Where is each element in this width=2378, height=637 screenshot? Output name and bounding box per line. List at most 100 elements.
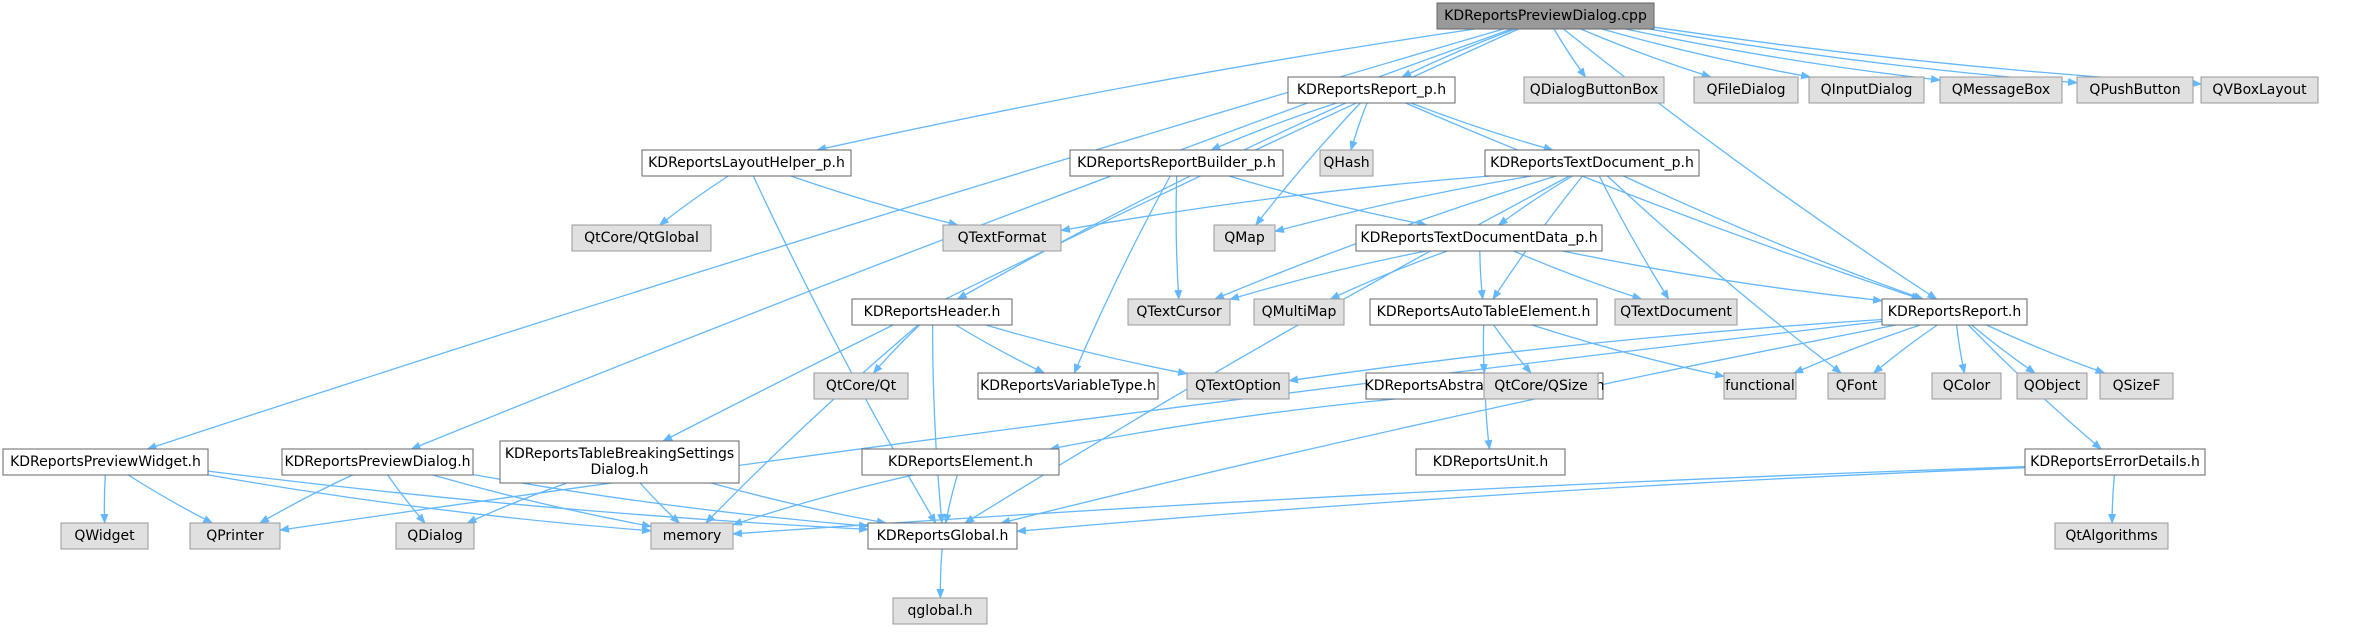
node-box-qfont (1827, 372, 1886, 400)
node-qtalgorithms: QtAlgorithms (2054, 522, 2169, 550)
node-label-qpushbutton: QPushButton (2089, 82, 2180, 98)
node-textdocument[interactable]: KDReportsTextDocument_p.h (1484, 149, 1700, 177)
node-label-qvboxlayout: QVBoxLayout (2212, 82, 2307, 98)
node-qtcoreqsize: QtCore/QSize (1483, 372, 1599, 400)
edge-textdocument-to-qfont (1606, 175, 1842, 374)
edge-root-to-qpushbutton (1648, 28, 2078, 86)
node-errordetails[interactable]: KDReportsErrorDetails.h (2024, 448, 2206, 476)
node-label-qfiledialog: QFileDialog (1706, 82, 1785, 98)
edge-autotable-to-abstracttable (1479, 324, 1488, 374)
node-box-qmultimap (1253, 298, 1345, 326)
edge-textdocdata-to-qtextcursor (1229, 250, 1427, 301)
edge-textdocdata-to-qmultimap (1329, 250, 1448, 300)
edge-header-to-memory (705, 324, 919, 524)
node-box-qmap (1213, 224, 1276, 252)
node-label-qmap: QMap (1224, 230, 1265, 246)
edge-root-to-report (1563, 28, 1938, 300)
node-box-qdialogbuttonbox (1523, 76, 1665, 104)
node-qhash: QHash (1319, 149, 1374, 177)
node-box-element (861, 448, 1060, 476)
node-global[interactable]: KDReportsGlobal.h (867, 522, 1018, 550)
node-box-errordetails (2024, 448, 2206, 476)
node-label-qmessagebox: QMessageBox (1952, 82, 2050, 98)
node-previewdialog[interactable]: KDReportsPreviewDialog.h (281, 448, 474, 476)
edge-report_p-to-reportbuilder (1210, 102, 1337, 151)
edge-previewdialog-to-global (472, 473, 869, 530)
node-report_p[interactable]: KDReportsReport_p.h (1287, 76, 1456, 104)
node-qtextdocument: QTextDocument (1614, 298, 1738, 326)
node-label-qinputdialog: QInputDialog (1821, 82, 1913, 98)
node-layouthelper[interactable]: KDReportsLayoutHelper_p.h (641, 149, 852, 177)
edge-abstracttable-to-element (1049, 398, 1395, 452)
node-textdocdata[interactable]: KDReportsTextDocumentData_p.h (1355, 224, 1603, 252)
edge-report_p-to-qmap (1255, 102, 1361, 226)
node-box-qtextformat (942, 224, 1062, 252)
node-label-qglobal: qglobal.h (908, 603, 973, 619)
node-box-qvboxlayout (2200, 76, 2319, 104)
edge-previewdialog-to-qdialog (387, 474, 426, 524)
edge-root-to-qdialogbuttonbox (1553, 28, 1587, 78)
edge-report-to-functional (1793, 324, 1921, 374)
node-box-reportbuilder (1069, 149, 1284, 177)
edge-report-to-qprinter (279, 320, 1883, 533)
node-label-root: KDReportsPreviewDialog.cpp (1444, 8, 1647, 24)
node-reportbuilder[interactable]: KDReportsReportBuilder_p.h (1069, 149, 1284, 177)
node-box-qobject (2016, 372, 2088, 400)
edge-root-to-qfiledialog (1580, 28, 1712, 79)
edge-tablebreaking-to-qdialog (466, 482, 568, 524)
node-box-qfiledialog (1693, 76, 1799, 104)
node-previewwidget[interactable]: KDReportsPreviewWidget.h (2, 448, 209, 476)
edge-reportbuilder-to-textdocdata (1228, 175, 1428, 228)
node-box-qtglobal (571, 224, 712, 252)
node-qtcoreqt: QtCore/Qt (813, 372, 909, 400)
node-label-qdialog: QDialog (407, 528, 463, 544)
node-qmultimap: QMultiMap (1253, 298, 1345, 326)
node-box-qglobal (892, 597, 988, 625)
node-qdialogbuttonbox: QDialogButtonBox (1523, 76, 1665, 104)
edge-previewdialog-to-memory (432, 474, 652, 529)
node-root[interactable]: KDReportsPreviewDialog.cpp (1436, 2, 1655, 30)
node-label-report_p: KDReportsReport_p.h (1297, 82, 1446, 98)
node-box-qprinter (189, 522, 281, 550)
node-unit[interactable]: KDReportsUnit.h (1415, 448, 1566, 476)
node-label-qobject: QObject (2024, 378, 2081, 394)
node-label-functional: functional (1725, 378, 1795, 394)
node-box-functional (1723, 372, 1797, 400)
node-label-qtcoreqt: QtCore/Qt (826, 378, 897, 394)
node-label-qwidget: QWidget (74, 528, 135, 544)
node-report[interactable]: KDReportsReport.h (1881, 298, 2028, 326)
node-qwidget: QWidget (60, 522, 149, 550)
node-box-previewdialog (281, 448, 474, 476)
node-autotable[interactable]: KDReportsAutoTableElement.h (1369, 298, 1598, 326)
node-box-qtextcursor (1127, 298, 1231, 326)
edge-root-to-qvboxlayout (1653, 26, 2202, 88)
node-qtextcursor: QTextCursor (1127, 298, 1231, 326)
node-qfont: QFont (1827, 372, 1886, 400)
node-box-unit (1415, 448, 1566, 476)
node-box-qtextoption (1186, 372, 1290, 400)
node-qfiledialog: QFileDialog (1693, 76, 1799, 104)
node-box-variabletype (977, 372, 1159, 400)
edge-root-to-layouthelper (816, 28, 1475, 152)
node-label-qtextoption: QTextOption (1195, 378, 1281, 394)
node-box-textdocdata (1355, 224, 1603, 252)
edge-errordetails-to-qtalgorithms (2108, 474, 2117, 524)
node-header[interactable]: KDReportsHeader.h (851, 298, 1013, 326)
edge-previewdialog-to-qprinter (259, 474, 353, 524)
node-qtextoption: QTextOption (1186, 372, 1290, 400)
node-label-previewwidget: KDReportsPreviewWidget.h (10, 454, 201, 470)
node-variabletype[interactable]: KDReportsVariableType.h (977, 372, 1159, 400)
node-label-layouthelper: KDReportsLayoutHelper_p.h (648, 155, 845, 171)
edge-report-to-qsizef (1986, 324, 2106, 374)
edge-root-to-qmessagebox (1625, 28, 1941, 84)
node-label-qhash: QHash (1323, 155, 1369, 171)
node-element[interactable]: KDReportsElement.h (861, 448, 1060, 476)
node-qmap: QMap (1213, 224, 1276, 252)
node-box-qtcoreqsize (1483, 372, 1599, 400)
node-box-qtextdocument (1614, 298, 1738, 326)
node-qdialog: QDialog (395, 522, 475, 550)
node-label-qdialogbuttonbox: QDialogButtonBox (1530, 82, 1659, 98)
node-box-memory (650, 522, 734, 550)
node-box-report (1881, 298, 2028, 326)
